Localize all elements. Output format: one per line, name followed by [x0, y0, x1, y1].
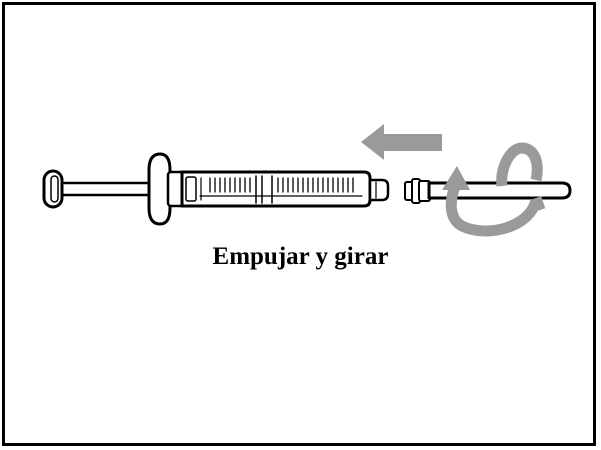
figure-frame	[2, 2, 596, 446]
syringe-icon	[42, 152, 390, 226]
instruction-caption: Empujar y girar	[212, 243, 389, 270]
twist-arrow-icon	[442, 142, 546, 237]
needle-cap-icon	[404, 178, 572, 204]
push-left-arrow-icon	[361, 124, 442, 160]
